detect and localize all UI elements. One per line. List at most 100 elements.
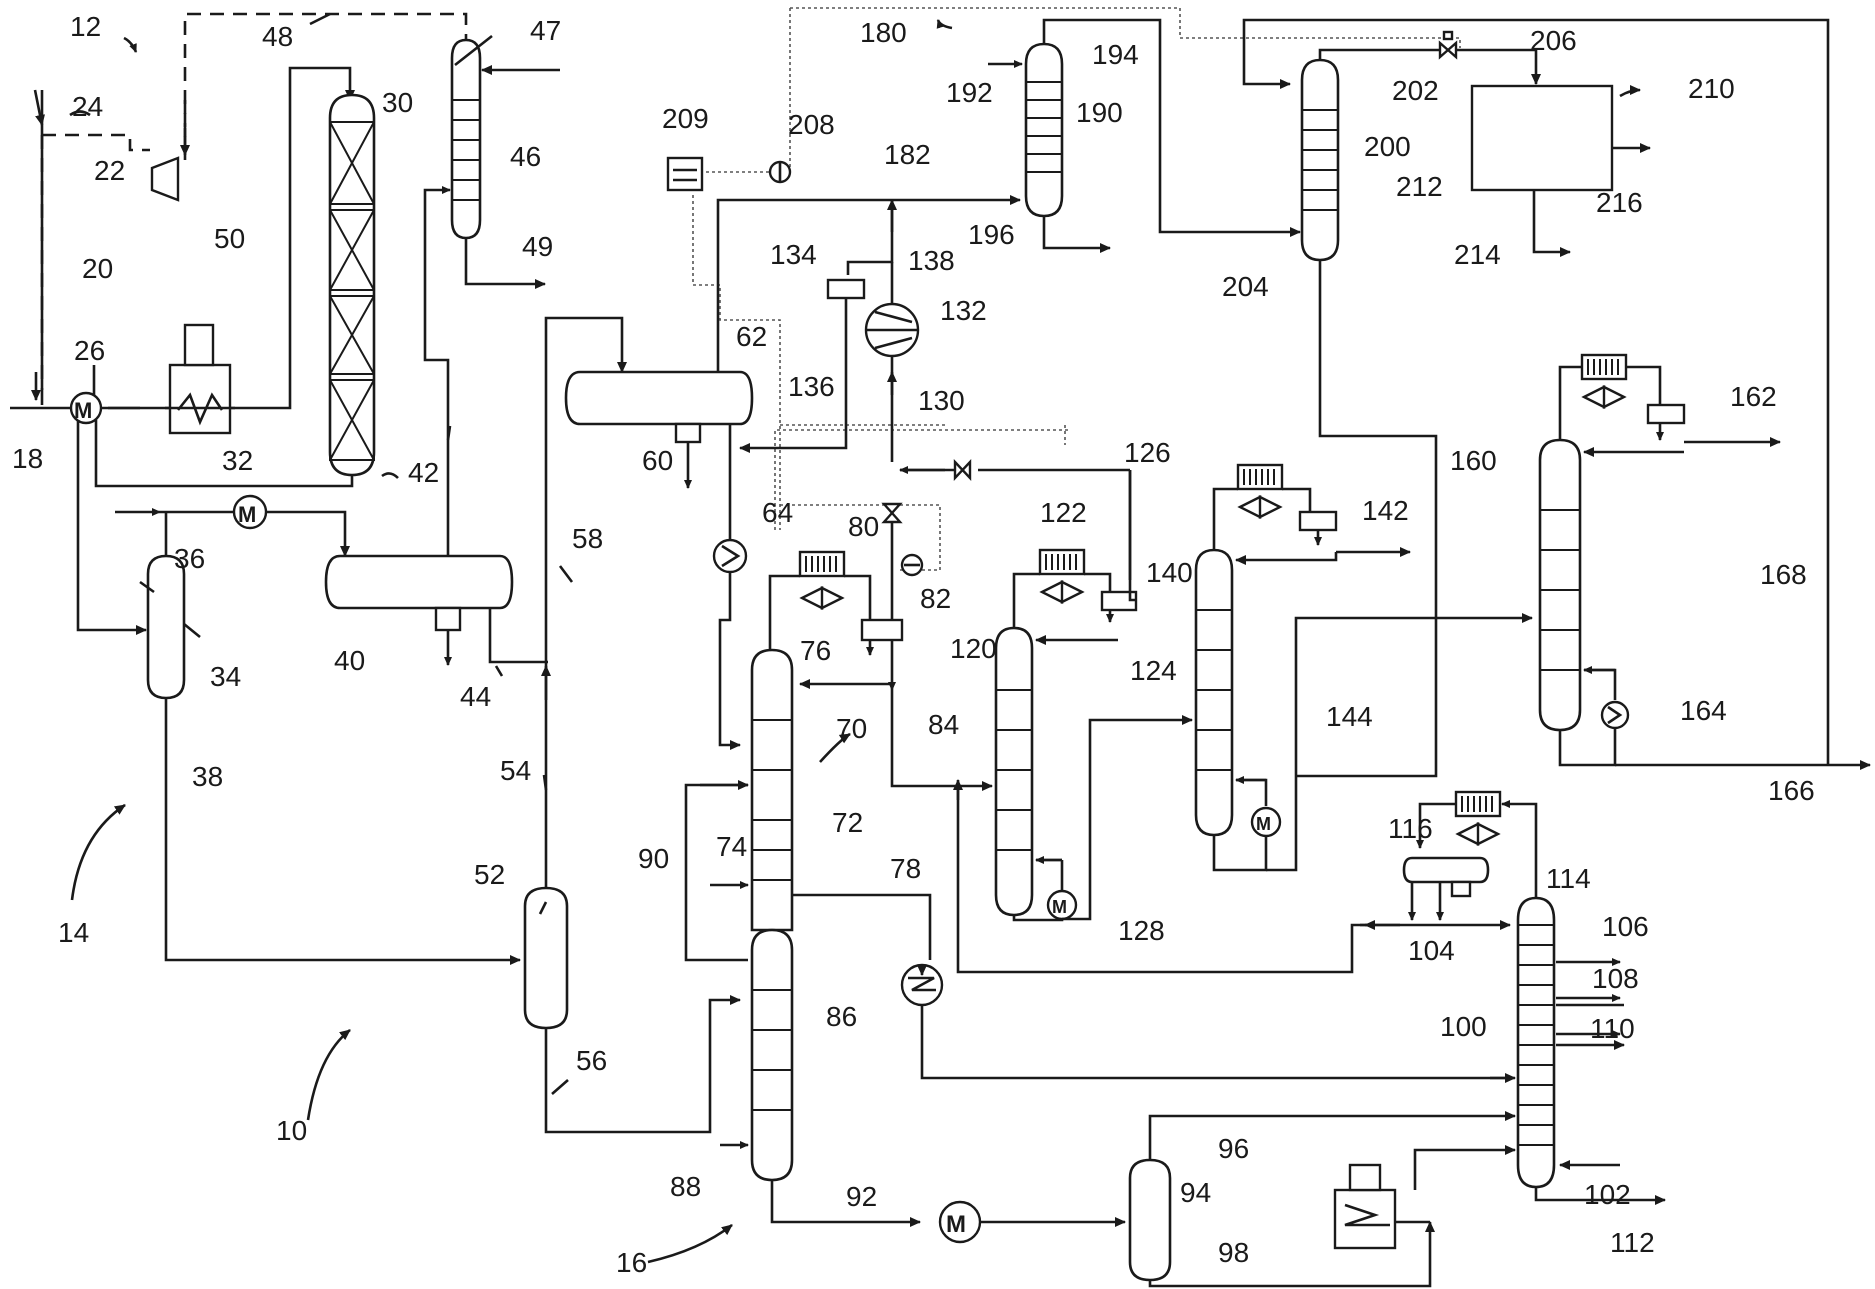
motor-exchanger-icon: M <box>1252 808 1280 836</box>
label-96: 96 <box>1218 1133 1249 1164</box>
label-50: 50 <box>214 223 245 254</box>
feed-effluent-exchanger: M <box>71 393 101 423</box>
label-162: 162 <box>1730 381 1777 412</box>
label-56: 56 <box>576 1045 607 1076</box>
label-132: 132 <box>940 295 987 326</box>
compressor-icon <box>866 304 918 356</box>
label-110: 110 <box>1590 1013 1635 1044</box>
label-24: 24 <box>72 91 103 122</box>
label-108: 108 <box>1592 963 1639 994</box>
label-192: 192 <box>946 77 993 108</box>
air-cooler-fan-icon <box>1238 465 1282 517</box>
label-134: 134 <box>770 239 817 270</box>
overhead-receiver <box>1404 858 1488 882</box>
label-194: 194 <box>1092 39 1139 70</box>
label-86: 86 <box>826 1001 857 1032</box>
debutanizer-column <box>996 628 1032 915</box>
label-72: 72 <box>832 807 863 838</box>
label-70: 70 <box>836 713 867 744</box>
control-signal-lines <box>693 8 1460 570</box>
label-80: 80 <box>848 511 879 542</box>
main-fractionator-lower <box>752 930 792 1180</box>
label-128: 128 <box>1118 915 1165 946</box>
compressor-icon <box>152 158 178 200</box>
label-58: 58 <box>572 523 603 554</box>
control-valve-icon <box>884 504 900 522</box>
label-10: 10 <box>276 1115 307 1146</box>
label-64: 64 <box>762 497 793 528</box>
label-18: 18 <box>12 443 43 474</box>
label-74: 74 <box>716 831 747 862</box>
label-100: 100 <box>1440 1011 1487 1042</box>
motor-exchanger-icon: M <box>234 496 266 528</box>
label-47: 47 <box>530 15 561 46</box>
recovery-unit <box>1472 86 1612 190</box>
label-114: 114 <box>1546 863 1591 894</box>
label-62: 62 <box>736 321 767 352</box>
label-124: 124 <box>1130 655 1177 686</box>
label-92: 92 <box>846 1181 877 1212</box>
label-48: 48 <box>262 21 293 52</box>
label-14: 14 <box>58 917 89 948</box>
air-cooler-fan-icon <box>1040 550 1084 602</box>
product-fractionator <box>1518 898 1554 1187</box>
flow-indicator-icon <box>770 162 790 182</box>
label-88: 88 <box>670 1171 701 1202</box>
label-106: 106 <box>1602 911 1649 942</box>
splitter-column <box>1540 440 1580 730</box>
label-44: 44 <box>460 681 491 712</box>
label-166: 166 <box>1768 775 1815 806</box>
label-214: 214 <box>1454 239 1501 270</box>
label-212: 212 <box>1396 171 1443 202</box>
label-196: 196 <box>968 219 1015 250</box>
label-76: 76 <box>800 635 831 666</box>
label-38: 38 <box>192 761 223 792</box>
label-102: 102 <box>1584 1179 1631 1210</box>
reflux-drum <box>1300 512 1336 530</box>
stripper-column <box>1196 550 1232 835</box>
air-cooler-fan-icon <box>800 552 844 608</box>
reactor-vessel <box>330 95 374 475</box>
fired-heater-icon <box>1335 1165 1395 1248</box>
label-206: 206 <box>1530 25 1577 56</box>
separator-vessel <box>148 556 184 698</box>
label-12: 12 <box>70 11 101 42</box>
air-cooler-fan-icon <box>1456 792 1500 844</box>
label-200: 200 <box>1364 131 1411 162</box>
label-142: 142 <box>1362 495 1409 526</box>
main-fractionator-upper <box>752 650 792 930</box>
label-144: 144 <box>1326 701 1373 732</box>
hot-separator-vessel <box>525 888 567 1028</box>
label-116: 116 <box>1388 813 1433 844</box>
label-209: 209 <box>662 103 709 134</box>
motor-exchanger-icon: M <box>940 1202 980 1242</box>
svg-text:M: M <box>1052 897 1067 917</box>
motor-exchanger-icon <box>714 540 746 572</box>
label-16: 16 <box>616 1247 647 1278</box>
label-36: 36 <box>174 543 205 574</box>
label-182: 182 <box>884 139 931 170</box>
vacuum-flash-vessel <box>1130 1160 1170 1280</box>
label-82: 82 <box>920 583 951 614</box>
motor-exchanger-icon: M <box>1048 891 1076 919</box>
label-46: 46 <box>510 141 541 172</box>
label-54: 54 <box>500 755 531 786</box>
label-78: 78 <box>890 853 921 884</box>
label-22: 22 <box>94 155 125 186</box>
analyzer-icon <box>668 158 702 190</box>
svg-text:M: M <box>238 502 256 527</box>
dashed-lines <box>42 14 466 390</box>
label-190: 190 <box>1076 97 1123 128</box>
sponge-absorber <box>1026 44 1062 216</box>
label-216: 216 <box>1596 187 1643 218</box>
label-122: 122 <box>1040 497 1087 528</box>
label-112: 112 <box>1610 1227 1655 1258</box>
label-90: 90 <box>638 843 669 874</box>
label-210: 210 <box>1688 73 1735 104</box>
label-120: 120 <box>950 633 997 664</box>
reflux-drum <box>1648 405 1684 423</box>
label-32: 32 <box>222 445 253 476</box>
label-138: 138 <box>908 245 955 276</box>
label-26: 26 <box>74 335 105 366</box>
